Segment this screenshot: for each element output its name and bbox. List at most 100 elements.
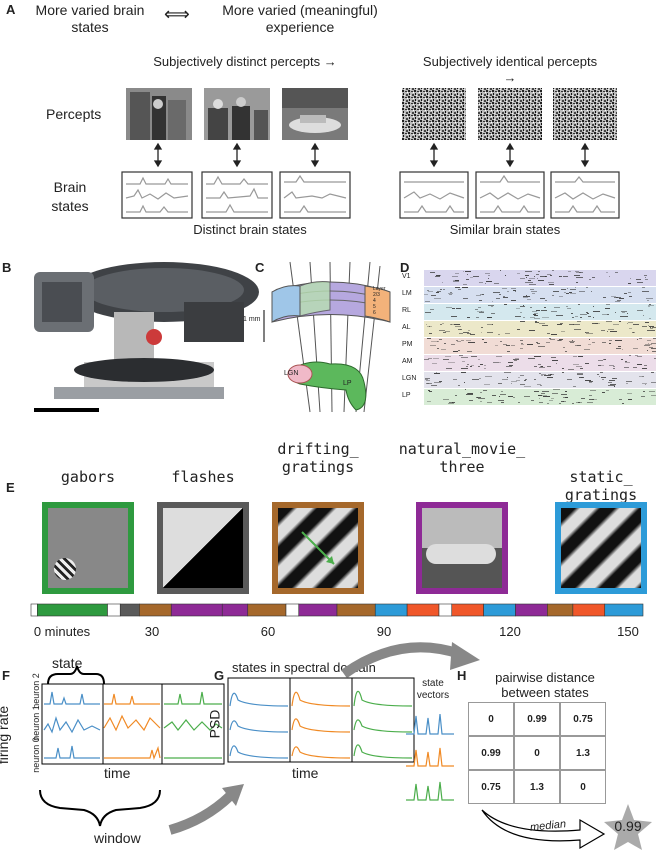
median-result: 0.99	[614, 818, 642, 834]
stimulus-name: drifting_ gratings	[277, 440, 359, 476]
state-vectors	[406, 713, 454, 801]
panel-a-graphics	[121, 88, 620, 219]
timeline-segment	[336, 603, 376, 617]
area-label: V1	[402, 273, 411, 280]
percepts-label: Percepts	[46, 106, 102, 122]
left-title: More varied brain states	[35, 2, 145, 35]
area-band	[424, 321, 656, 337]
stimulus-frame	[42, 502, 134, 594]
stimulus-name: gabors	[60, 468, 116, 486]
area-band	[424, 287, 656, 303]
distinct-percept-3	[282, 88, 348, 140]
panel-e-label: E	[6, 480, 15, 495]
matrix-cell: 0.75	[468, 770, 514, 804]
f-time-label: time	[104, 765, 131, 781]
timeline-segment	[515, 603, 548, 617]
timeline-segment	[547, 603, 574, 617]
timeline-segment	[298, 603, 338, 617]
distinct-header: Subjectively distinct percepts →	[153, 54, 337, 69]
matrix-cell: 1.3	[514, 770, 560, 804]
similar-caption: Similar brain states	[449, 222, 561, 237]
lp-label: LP	[343, 380, 352, 387]
timeline-segment	[438, 603, 453, 617]
psd-label: PSD	[206, 709, 223, 739]
timeline-segment	[221, 603, 249, 617]
timeline-segment	[483, 603, 516, 617]
timeline-segment	[30, 603, 38, 617]
timeline-tick: 0 minutes	[33, 624, 91, 639]
timeline-segment	[247, 603, 287, 617]
distinct-caption: Distinct brain states	[193, 222, 307, 237]
stimulus-frame	[157, 502, 249, 594]
timeline-segment	[451, 603, 484, 617]
timeline-tick: 30	[144, 624, 160, 639]
panel-a-label: A	[6, 2, 16, 17]
panel-d-label: D	[400, 260, 410, 275]
psd-plot	[227, 677, 415, 763]
timeline-segment	[406, 603, 440, 617]
panel-f-graphics	[39, 665, 244, 835]
area-band	[424, 270, 656, 286]
panel-h-label: H	[457, 668, 467, 683]
area-label: AM	[402, 358, 413, 365]
matrix-cell: 0.99	[468, 736, 514, 770]
timeline-bar	[30, 603, 644, 617]
distinct-percept-1	[126, 88, 192, 140]
area-label: LM	[402, 290, 412, 297]
timeline-segment	[285, 603, 300, 617]
area-label: RL	[402, 307, 411, 314]
distinct-percept-2	[204, 88, 270, 140]
panel-b-label: B	[2, 260, 12, 275]
timeline-segment	[107, 603, 121, 617]
pairwise-title: pairwise distance between states	[495, 670, 595, 700]
panel-c-label: C	[255, 260, 265, 275]
area-band	[424, 389, 656, 405]
timeline-segment	[139, 603, 172, 617]
area-label: LGN	[402, 375, 417, 382]
area-band	[424, 355, 656, 371]
rig-photo	[14, 252, 259, 416]
timeline-segment	[572, 603, 606, 617]
timeline-tick: 150	[617, 624, 639, 639]
double-arrow-icon: ⟺	[164, 4, 190, 24]
state-label: state	[52, 655, 83, 671]
layer-title: Layer	[373, 286, 386, 292]
stimulus-frame	[272, 502, 364, 594]
brain-states-label: Brain states	[51, 179, 89, 214]
panel-f-label: F	[2, 668, 10, 683]
area-label: PM	[402, 341, 413, 348]
matrix-cell: 0	[514, 736, 560, 770]
noise-percept-3	[553, 88, 617, 140]
identical-header: Subjectively identical percepts →	[422, 54, 598, 85]
layer-tick: 4	[373, 298, 376, 304]
g-time-label: time	[292, 765, 319, 781]
brain-diagram	[263, 261, 391, 413]
stimulus-name: natural_movie_ three	[398, 440, 526, 476]
area-band	[424, 338, 656, 354]
spectral-title: states in spectral domain	[232, 660, 376, 675]
state-vectors-label: state vectors	[416, 678, 450, 701]
lgn-label: LGN	[284, 370, 299, 377]
panel-g-label: G	[214, 668, 225, 683]
timeline-tick: 60	[260, 624, 276, 639]
matrix-cell: 0.99	[514, 702, 560, 736]
timeline-segment	[170, 603, 223, 617]
median-arrow	[481, 804, 652, 850]
area-label: AL	[402, 324, 411, 331]
scale-label: 1 mm	[243, 316, 261, 323]
layer-tick: 2/3	[373, 292, 380, 298]
area-band	[424, 372, 656, 388]
right-title: More varied (meaningful) experience	[222, 2, 378, 35]
stimulus-name: flashes	[171, 468, 235, 486]
stimulus-name: static_ gratings	[564, 468, 638, 504]
timeline-tick: 90	[376, 624, 392, 639]
timeline-segment	[604, 603, 644, 617]
noise-percept-2	[478, 88, 542, 140]
matrix-cell: 0	[468, 702, 514, 736]
timeline-segment	[374, 603, 408, 617]
